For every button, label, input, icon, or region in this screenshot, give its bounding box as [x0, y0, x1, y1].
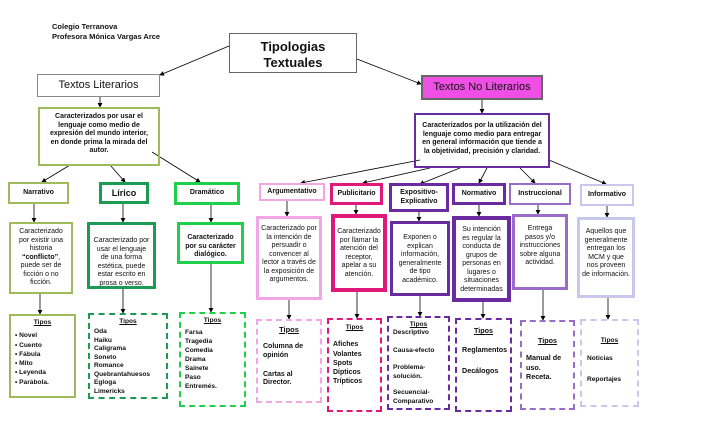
type-item: Reportajes: [587, 375, 622, 383]
informativo-description: Aquellos que generalmente entregan los M…: [577, 217, 635, 298]
type-item: Causa-efecto: [393, 346, 435, 354]
conflict-emphasis: “conflicto”: [21, 253, 59, 261]
type-item: Secuencial-Comparativo: [393, 389, 434, 405]
literary-texts-node: Textos Literarios: [37, 74, 160, 97]
type-item: Spots: [333, 359, 353, 367]
type-item: Entremés.: [185, 382, 217, 390]
type-item: Trípticos: [333, 377, 363, 385]
type-item: Manual de uso.: [526, 353, 562, 372]
genre-argumentativo: Argumentativo: [259, 183, 325, 201]
type-item: Oda: [94, 328, 107, 336]
types-title: Tipos: [409, 321, 428, 328]
type-item: Descriptivo: [393, 329, 429, 337]
teacher-name: Profesora Mónica Vargas Arce: [52, 31, 161, 41]
type-item: Haiku: [94, 336, 112, 344]
dramatico-description: Caracterizado por su carácter dialógico.: [177, 222, 244, 264]
type-item: Comedia: [185, 347, 213, 355]
types-title: Tipos: [600, 337, 619, 344]
type-item: Problema-solución.: [393, 364, 426, 380]
type-item: Egloga: [94, 379, 116, 387]
normativo-types: Tipos Reglamentos Decálogos: [455, 318, 512, 412]
type-item: Limericks: [94, 387, 125, 395]
genre-lirico: Lírico: [99, 182, 149, 204]
narrativo-description: Caracterizado por existir una historia “…: [9, 222, 73, 294]
types-title: Tipos: [279, 325, 299, 334]
type-item: • Novel: [15, 332, 38, 340]
genre-normativo: Normativo: [452, 183, 506, 205]
types-title: Tipos: [537, 336, 558, 345]
type-item: Reglamentos: [462, 345, 508, 355]
lirico-types: Tipos Oda Haiku Caligrama Soneto Romance…: [88, 313, 168, 399]
type-item: Receta.: [526, 371, 552, 381]
literary-description: Caracterizados por usar el lenguaje como…: [38, 107, 160, 166]
type-item: • Leyenda: [15, 369, 46, 377]
genre-publicitario: Publicitario: [330, 183, 383, 205]
narrativo-types: Tipos • Novel • Cuento • Fábula • Mito •…: [9, 314, 76, 398]
school-header: Colegio Terranova Profesora Mónica Varga…: [52, 22, 222, 42]
type-item: Cartas al Director.: [263, 370, 293, 387]
type-item: Noticias: [587, 355, 613, 363]
genre-instruccional: Instruccional: [509, 183, 571, 205]
informativo-types: Tipos Noticias Reportajes: [580, 319, 639, 407]
types-title: Tipos: [33, 319, 52, 326]
root-title-line2: Textuales: [263, 54, 323, 70]
instruccional-types: Tipos Manual de uso. Receta.: [520, 320, 575, 410]
types-title: Tipos: [203, 317, 222, 324]
nonliterary-texts-node: Textos No Literarios: [421, 75, 543, 100]
type-item: Sainete: [185, 365, 209, 372]
instruccional-description: Entrega pasos y/o instrucciones sobre al…: [512, 214, 568, 290]
type-item: • Cuento: [15, 341, 42, 349]
root-node: Tipologias Textuales: [229, 33, 357, 73]
nonliterary-description: Caracterizados por la utilización del le…: [414, 113, 550, 168]
dramatico-types: Tipos Farsa Tragedia Comedia Drama Saine…: [179, 312, 246, 407]
type-item: Caligrama: [94, 345, 126, 353]
type-item: Tragedia: [185, 338, 213, 346]
types-title: Tipos: [119, 318, 137, 325]
type-item: Dípticos: [333, 368, 361, 376]
type-item: Columna de opinión: [263, 342, 304, 359]
type-item: Quebrantahuesos: [94, 370, 151, 378]
type-item: Soneto: [94, 353, 117, 361]
argumentativo-description: Caracterizado por la intención de persua…: [256, 216, 322, 300]
type-item: • Fábula: [15, 350, 41, 358]
genre-dramatico: Dramático: [174, 182, 240, 205]
root-title-line1: Tipologias: [260, 39, 326, 54]
lirico-description: Caracterizado por usar el lenguaje de un…: [87, 222, 156, 289]
type-item: Paso: [185, 373, 201, 381]
genre-informativo: Informativo: [580, 184, 634, 206]
genre-expositivo: Expositivo-Explicativo: [389, 183, 449, 212]
nonliterary-texts-title: Textos No Literarios: [433, 81, 531, 93]
type-item: Romance: [94, 362, 124, 370]
normativo-description: Su intención es regular la conducta de g…: [452, 216, 511, 302]
type-item: Farsa: [185, 329, 203, 337]
expositivo-types: Tipos Descriptivo Causa-efecto Problema-…: [387, 316, 450, 410]
expositivo-description: Exponen o explican información, generalm…: [390, 221, 450, 296]
publicitario-types: Tipos Afiches Volantes Spots Dípticos Tr…: [327, 318, 382, 412]
types-title: Tipos: [473, 326, 494, 335]
school-name: Colegio Terranova: [52, 22, 118, 31]
type-item: • Parábola.: [15, 378, 49, 386]
type-item: Volantes: [333, 350, 362, 358]
type-item: Decálogos: [462, 366, 499, 376]
type-item: • Mito: [15, 360, 33, 368]
types-title: Tipos: [345, 324, 364, 331]
type-item: Afiches: [333, 341, 359, 349]
literary-texts-title: Textos Literarios: [58, 79, 139, 91]
argumentativo-types: Tipos Columna de opinión Cartas al Direc…: [256, 319, 322, 403]
genre-narrativo: Narrativo: [8, 182, 69, 204]
publicitario-description: Caracterizado por llamar la atención del…: [331, 214, 387, 292]
type-item: Drama: [185, 356, 206, 364]
